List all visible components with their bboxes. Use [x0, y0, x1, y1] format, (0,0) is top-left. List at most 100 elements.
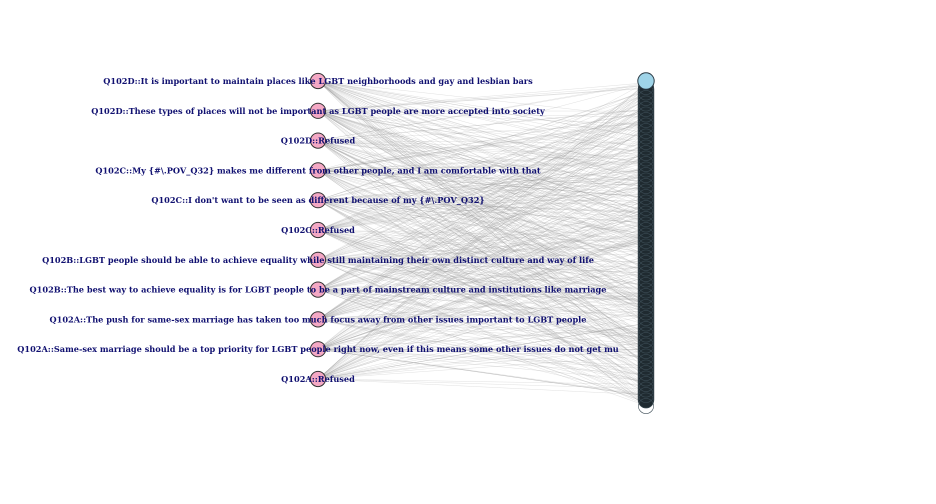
edge	[317, 80, 647, 247]
edge	[317, 110, 647, 251]
edge	[317, 80, 647, 341]
edge	[317, 140, 647, 341]
edge	[317, 319, 647, 350]
edge	[317, 110, 647, 173]
edge	[317, 125, 647, 380]
edge	[317, 348, 647, 397]
right-node-top	[637, 72, 655, 90]
edge	[317, 183, 647, 201]
left-node: Q102C::My {#\.POV_Q32} makes me differen…	[95, 162, 541, 179]
edge	[317, 199, 647, 287]
edge	[317, 170, 647, 306]
edge	[317, 289, 647, 319]
edge	[317, 264, 647, 350]
edge	[317, 170, 647, 281]
edge	[317, 86, 647, 380]
edge	[317, 181, 647, 231]
edge	[317, 225, 647, 380]
edge	[317, 276, 647, 380]
edge	[317, 80, 647, 296]
edge	[317, 80, 647, 155]
edge	[317, 229, 647, 337]
edge	[317, 140, 647, 222]
right-node	[638, 227, 654, 244]
edge	[317, 96, 647, 261]
edge	[317, 146, 647, 231]
edge	[317, 110, 647, 359]
edge	[317, 200, 647, 406]
edge	[317, 170, 647, 184]
right-node	[638, 310, 654, 326]
edge	[317, 140, 647, 268]
edge	[317, 80, 647, 370]
edge	[317, 132, 647, 380]
edge	[317, 89, 647, 380]
edge	[317, 348, 647, 366]
edge	[317, 292, 647, 350]
right-node	[638, 315, 654, 332]
edge	[317, 110, 647, 299]
edge	[317, 170, 647, 350]
edge	[317, 309, 647, 380]
edge	[317, 80, 647, 118]
edge	[317, 289, 647, 403]
edge	[317, 95, 647, 261]
edge	[317, 229, 647, 351]
edge	[317, 289, 647, 403]
edge	[317, 91, 647, 380]
edge	[317, 121, 647, 231]
edge	[317, 170, 647, 190]
left-node: Q102B::LGBT people should be able to ach…	[42, 251, 594, 268]
edge	[317, 191, 647, 380]
edge	[317, 82, 647, 380]
edge	[317, 169, 647, 201]
edge	[317, 125, 647, 201]
edge	[317, 289, 647, 363]
edge	[317, 170, 647, 198]
edge	[317, 199, 647, 224]
edge	[317, 94, 647, 201]
edge	[317, 140, 647, 161]
edge	[317, 80, 647, 173]
edge	[317, 89, 647, 231]
edge	[317, 229, 647, 379]
edge	[317, 229, 647, 243]
edge	[317, 83, 647, 171]
edge	[317, 308, 647, 320]
edge	[317, 203, 647, 380]
edge	[317, 289, 647, 294]
edge	[317, 136, 647, 201]
edge	[317, 80, 647, 366]
edge	[317, 110, 647, 300]
edge	[317, 205, 647, 320]
edge	[317, 168, 647, 231]
edge	[317, 98, 647, 320]
edge	[317, 196, 647, 320]
edge	[317, 259, 647, 401]
edge	[317, 170, 647, 352]
edge	[317, 82, 647, 260]
left-node-label: Q102A::The push for same-sex marriage ha…	[49, 314, 586, 324]
edge	[317, 157, 647, 261]
edge	[317, 199, 647, 212]
right-node	[638, 178, 654, 194]
edge	[317, 140, 647, 255]
edge	[317, 99, 647, 290]
edge	[317, 110, 647, 378]
edge	[317, 255, 647, 350]
right-node	[638, 255, 654, 271]
edge	[317, 91, 647, 350]
edge	[317, 238, 647, 320]
edge	[317, 174, 647, 261]
edge	[317, 348, 647, 395]
edge	[317, 80, 647, 339]
edge	[317, 199, 647, 218]
edge	[317, 154, 647, 231]
edge	[317, 200, 647, 386]
edge	[317, 110, 647, 118]
edge	[317, 80, 647, 289]
edge	[317, 289, 647, 298]
left-node-circle	[309, 370, 327, 388]
edge	[317, 123, 647, 141]
